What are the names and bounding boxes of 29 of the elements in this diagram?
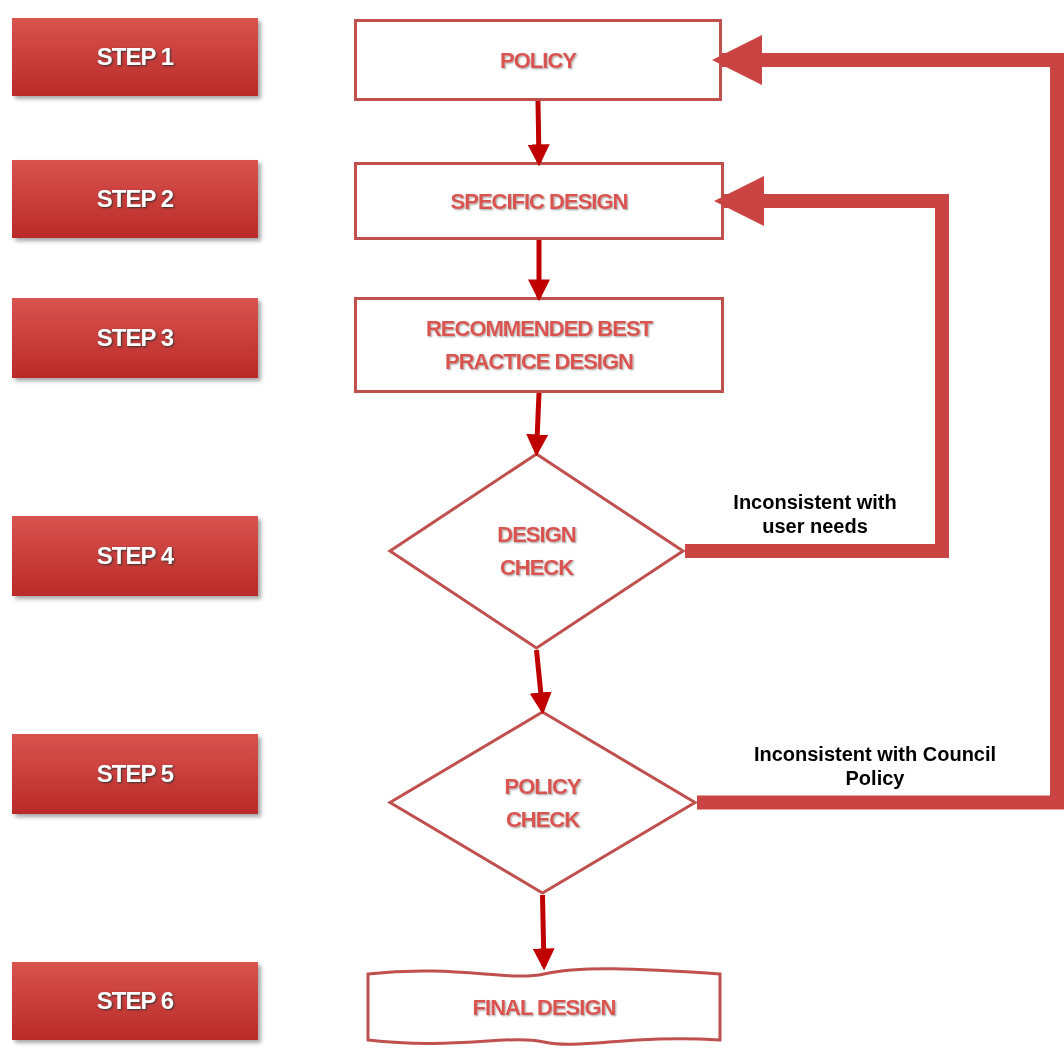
arrow [697,34,1064,810]
step-label: STEP 5 [96,760,174,788]
node-label: SPECIFIC DESIGN [450,187,628,216]
node-label: POLICY [500,46,576,75]
step-label: STEP 6 [96,987,174,1015]
decision-diamond [388,452,685,650]
document-shape [366,966,722,1048]
step-label-box [12,298,258,378]
step-label-box [12,962,258,1040]
node-label: FINAL DESIGN [472,993,616,1022]
step-label: STEP 3 [96,324,174,352]
step-label: STEP 4 [96,542,174,570]
arrow [685,175,949,558]
step-label-box [12,160,258,238]
step-label: STEP 1 [96,43,174,71]
node-label: DESIGN CHECK [496,521,577,582]
step-label-box [12,18,258,96]
node-label: POLICY CHECK [503,772,582,834]
arrow [526,392,549,457]
step-label-box [12,734,258,814]
node-label: RECOMMENDED BEST PRACTICE DESIGN [425,315,654,376]
decision-diamond [388,710,697,895]
arrow [532,894,555,971]
process-box [354,297,724,393]
process-box [354,19,722,101]
arrow [529,649,552,715]
step-label: STEP 2 [96,185,174,213]
step-label-box [12,516,258,596]
process-box [354,162,724,240]
